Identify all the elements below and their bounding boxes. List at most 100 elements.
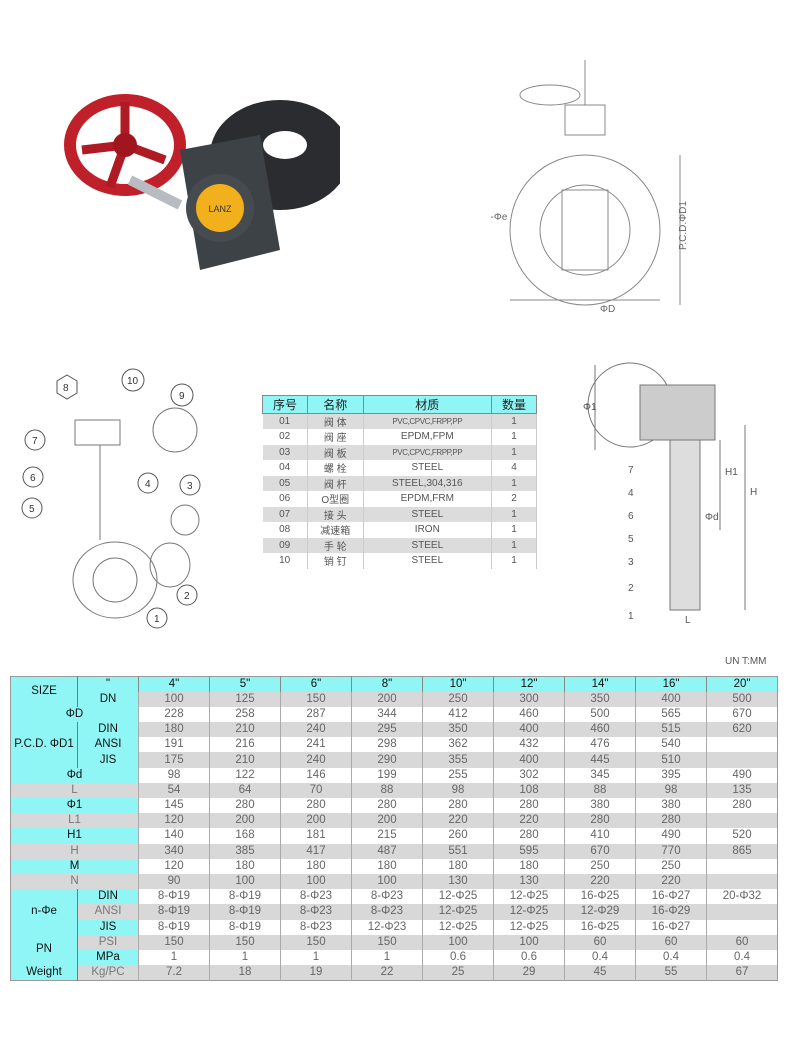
- spec-value-cell: 620: [706, 722, 778, 738]
- spec-value-cell: 302: [493, 767, 565, 783]
- spec-value-cell: 8-Φ23: [351, 889, 423, 905]
- spec-value-cell: 22: [351, 965, 423, 981]
- parts-cell: 01: [262, 413, 308, 429]
- spec-value-cell: 280: [422, 798, 494, 814]
- parts-cell: 阀 座: [307, 429, 364, 445]
- size-header-cell: 12": [493, 676, 565, 692]
- parts-cell: 接 头: [307, 506, 364, 522]
- spec-value-cell: [706, 813, 778, 829]
- spec-value-cell: 395: [635, 767, 707, 783]
- callout-10: 10: [127, 376, 139, 387]
- spec-value-cell: 770: [635, 843, 707, 859]
- spec-value-cell: 350: [564, 691, 636, 707]
- spec-value-cell: 16-Φ27: [635, 919, 707, 935]
- size-header-cell: 20": [706, 676, 778, 692]
- spec-value-cell: 200: [351, 691, 423, 707]
- spec-label-kgpc: Kg/PC: [77, 965, 139, 981]
- spec-value-cell: 150: [209, 934, 281, 950]
- spec-label-mpa: MPa: [77, 949, 139, 966]
- spec-value-cell: 670: [564, 843, 636, 859]
- spec-label-weight: Weight: [10, 965, 78, 981]
- callout-4: 4: [145, 479, 151, 490]
- spec-value-cell: 290: [351, 752, 423, 768]
- h1-label: H1: [725, 467, 738, 478]
- spec-value-cell: 0.4: [635, 949, 707, 966]
- spec-value-cell: 12-Φ25: [493, 889, 565, 905]
- parts-cell: PVC,CPVC,FRPP,PP: [363, 413, 493, 429]
- parts-header-row: 序号名称材质数量: [262, 395, 537, 414]
- spec-label-m: M: [10, 858, 139, 874]
- spec-value-cell: 29: [493, 965, 565, 981]
- parts-header-cell: 材质: [362, 395, 493, 414]
- unit-label: UN T:MM: [725, 656, 767, 667]
- parts-cell: 07: [262, 506, 308, 522]
- spec-label-phi1: Φ1: [10, 798, 139, 814]
- pcd-label: P.C.D.ΦD1: [678, 201, 689, 250]
- spec-value-cell: 551: [422, 843, 494, 859]
- valve-outline-drawing: ΦD P.C.D.ΦD1 n-Φe: [490, 60, 689, 315]
- spec-value-cell: 135: [706, 782, 778, 798]
- section-drawing: Φ1 H1 H Φd L 7 4 6 5 3 2 1: [583, 362, 757, 626]
- spec-value-cell: 432: [493, 737, 565, 753]
- spec-value-cell: 344: [351, 706, 423, 723]
- od-label: ΦD: [600, 304, 615, 315]
- spec-value-cell: 70: [280, 782, 352, 798]
- spec-value-cell: 280: [635, 813, 707, 829]
- spec-value-cell: 100: [138, 691, 210, 707]
- spec-value-cell: 8-Φ19: [138, 919, 210, 935]
- spec-value-cell: 228: [138, 706, 210, 723]
- parts-cell: STEEL: [363, 460, 493, 476]
- spec-value-cell: 460: [564, 722, 636, 738]
- spec-label-din: DIN: [77, 722, 139, 738]
- parts-cell: O型圈: [307, 491, 364, 507]
- parts-cell: EPDM,FRM: [363, 491, 493, 507]
- spec-value-cell: 100: [422, 934, 494, 950]
- size-header-cell: 8": [351, 676, 423, 692]
- spec-value-cell: 565: [635, 706, 707, 723]
- spec-value-cell: 1: [280, 949, 352, 966]
- spec-value-cell: 280: [706, 798, 778, 814]
- spec-value-cell: 8-Φ19: [209, 904, 281, 920]
- spec-value-cell: 280: [564, 813, 636, 829]
- spec-value-cell: 120: [138, 813, 210, 829]
- spec-value-cell: 100: [209, 873, 281, 890]
- spec-value-cell: 12-Φ23: [351, 919, 423, 935]
- spec-value-cell: 500: [564, 706, 636, 723]
- spec-header-row: SIZE"4"5"6"8"10"12"14"16"20": [10, 676, 778, 707]
- spec-value-cell: 520: [706, 828, 778, 844]
- spec-value-cell: 60: [635, 934, 707, 950]
- spec-value-cell: 12-Φ25: [422, 904, 494, 920]
- spec-value-cell: 250: [564, 858, 636, 874]
- parts-cell: 1: [491, 429, 537, 445]
- spec-value-cell: 64: [209, 782, 281, 798]
- section-callout-4: 4: [628, 488, 634, 499]
- spec-value-cell: 16-Φ25: [564, 889, 636, 905]
- spec-value-cell: 490: [635, 828, 707, 844]
- spec-value-cell: 180: [422, 858, 494, 874]
- section-callout-3: 3: [628, 557, 634, 568]
- spec-value-cell: 200: [280, 813, 352, 829]
- spec-value-cell: 0.6: [493, 949, 565, 966]
- spec-value-cell: 16-Φ25: [564, 919, 636, 935]
- spec-value-cell: 100: [493, 934, 565, 950]
- spec-value-cell: 350: [422, 722, 494, 738]
- spec-value-cell: 355: [422, 752, 494, 768]
- spec-value-cell: 200: [351, 813, 423, 829]
- spec-value-cell: 1: [351, 949, 423, 966]
- parts-cell: 1: [491, 506, 537, 522]
- spec-value-cell: 400: [493, 722, 565, 738]
- ne-label: n-Φe: [490, 212, 508, 223]
- spec-value-cell: 540: [635, 737, 707, 753]
- spec-value-cell: 100: [280, 873, 352, 890]
- callout-8: 8: [63, 383, 69, 394]
- spec-value-cell: 12-Φ25: [422, 919, 494, 935]
- spec-value-cell: 108: [493, 782, 565, 798]
- spec-value-cell: 180: [209, 858, 281, 874]
